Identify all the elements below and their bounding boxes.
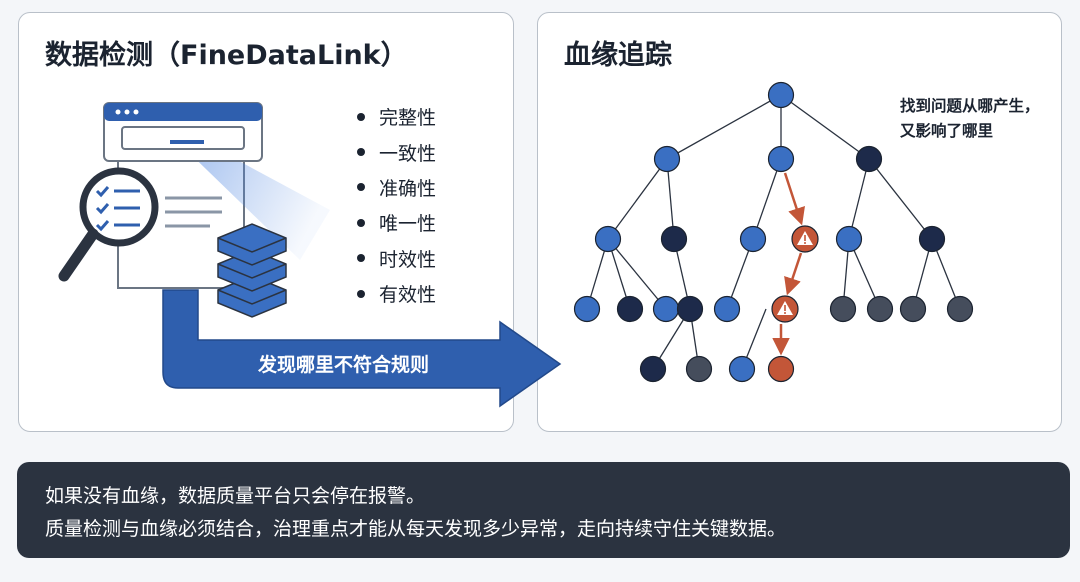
bullet-icon [357,148,365,157]
tree-node [685,355,713,383]
tree-node [767,81,795,109]
tree-node [728,355,756,383]
tree-node [899,295,927,323]
bullet-icon [357,112,365,121]
tree-node [739,225,767,253]
tree-node [767,145,795,173]
tree-node [594,225,622,253]
database-stack-icon [217,223,287,318]
tree-node [946,295,974,323]
list-item: 唯一性 [357,205,436,240]
tree-node [660,225,688,253]
list-item-label: 唯一性 [379,213,437,236]
tree-node [713,295,741,323]
impact-path [772,172,805,356]
list-item-label: 时效性 [379,248,437,271]
bullet-icon [357,289,365,298]
bullet-icon [357,218,365,227]
bullet-icon [357,183,365,192]
alert-node [791,225,819,253]
summary-line: 质量检测与血缘必须结合，治理重点才能从每天发现多少异常，走向持续守住关键数据。 [45,518,787,540]
lineage-tree-nodes [573,81,974,383]
list-item: 一致性 [357,134,436,169]
summary-banner: 如果没有血缘，数据质量平台只会停在报警。 质量检测与血缘必须结合，治理重点才能从… [17,462,1070,558]
bullet-icon [357,254,365,263]
tree-node [639,355,667,383]
list-item: 时效性 [357,241,436,276]
tree-node [652,295,680,323]
tree-node [829,295,857,323]
quality-dimension-list: 完整性 一致性 准确性 唯一性 时效性 有效性 [357,99,436,311]
tree-node [676,295,704,323]
alert-node [771,295,799,323]
list-item-label: 一致性 [379,142,437,165]
arrow-label: 发现哪里不符合规则 [258,354,430,376]
tree-node [855,145,883,173]
note-line: 又影响了哪里 [900,122,994,140]
data-document-illustration [58,102,330,289]
tree-node [918,225,946,253]
tree-node-impacted [767,355,795,383]
summary-line: 如果没有血缘，数据质量平台只会停在报警。 [45,485,426,507]
tree-node [616,295,644,323]
note-line: 找到问题从哪产生， [900,97,1040,115]
list-item: 有效性 [357,276,436,311]
panel-title: 数据检测（FineDataLink） [45,40,408,71]
list-item-label: 完整性 [379,107,437,130]
tree-node [866,295,894,323]
list-item: 完整性 [357,99,436,134]
list-item-label: 有效性 [379,284,437,307]
tree-node [653,145,681,173]
lineage-note: 找到问题从哪产生， 又影响了哪里 [900,94,1060,144]
flow-arrow [162,289,562,408]
list-item: 准确性 [357,170,436,205]
tree-node [835,225,863,253]
list-item-label: 准确性 [379,177,437,200]
panel-title: 血缘追踪 [564,40,672,71]
tree-node [573,295,601,323]
